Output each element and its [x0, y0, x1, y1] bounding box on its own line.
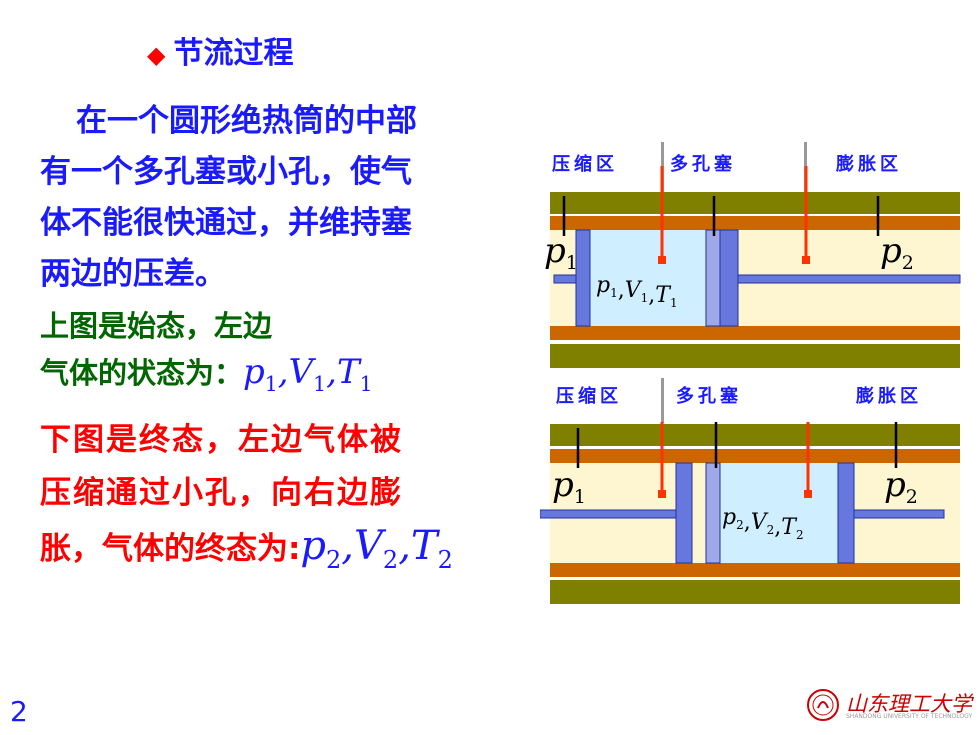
intro-line-2: 有一个多孔塞或小孔，使气	[40, 154, 412, 190]
initial-state-text: 上图是始态，左边 气体的状态为：p1,V1,T1	[40, 303, 373, 407]
piston-right	[837, 462, 855, 564]
intro-line-1: 在一个圆形绝热筒的中部	[76, 103, 417, 139]
insulation-top	[550, 449, 960, 463]
red-marker-dot	[802, 256, 810, 264]
slide-title: ◆节流过程	[147, 28, 293, 72]
piston-left	[575, 229, 591, 327]
label-expand-zone: 膨胀区	[835, 153, 902, 175]
throttling-diagram-final: 压缩区 多孔塞 膨胀区 p1 p2 p2,V2,T2	[540, 378, 960, 604]
page-number: 2	[10, 695, 28, 728]
pressure-left-label: p1	[544, 231, 578, 274]
final-state-math: p2,V2,T2	[300, 523, 453, 574]
pressure-right-label: p2	[880, 231, 914, 274]
divider-line	[661, 378, 664, 423]
piston-rod-right	[853, 509, 945, 519]
outer-wall-bottom	[550, 580, 960, 604]
label-expand-zone: 膨胀区	[855, 385, 922, 407]
porous-plug	[705, 229, 721, 327]
slide-title-text: 节流过程	[173, 36, 294, 71]
initial-line-1: 上图是始态，左边	[40, 309, 273, 343]
initial-state-math: p1,V1,T1	[243, 352, 373, 396]
final-line-3: 胀，气体的终态为:p2,V2,T2	[40, 520, 453, 587]
university-emblem-icon	[807, 689, 839, 721]
insulation-top	[550, 216, 960, 230]
university-logo: 山东理工大学 SHANDONG UNIVERSITY OF TECHNOLOGY	[806, 688, 972, 722]
final-state-text: 下图是终态，左边气体被 压缩通过小孔，向右边膨 胀，气体的终态为:p2,V2,T…	[40, 414, 453, 587]
label-porous-plug: 多孔塞	[676, 385, 742, 407]
university-name: 山东理工大学	[846, 692, 972, 716]
label-compress-zone: 压缩区	[552, 153, 618, 175]
pressure-left-label: p1	[552, 465, 586, 508]
gas-region	[706, 463, 846, 563]
intro-line-4: 两边的压差。	[40, 256, 226, 292]
red-marker-dot	[658, 256, 666, 264]
piston-rod-right	[737, 274, 961, 284]
final-line-2: 压缩通过小孔，向右边膨	[40, 475, 403, 511]
outer-wall-top	[550, 424, 960, 446]
final-line-1: 下图是终态，左边气体被	[40, 422, 403, 458]
final-line-3-text: 胀，气体的终态为:	[40, 531, 301, 567]
pressure-right-label: p2	[884, 465, 918, 508]
red-marker-dot	[658, 490, 666, 498]
initial-line-2: 气体的状态为：p1,V1,T1	[40, 349, 373, 407]
insulation-bottom	[550, 326, 960, 340]
intro-line-3: 体不能很快通过，并维持塞	[40, 205, 412, 241]
throttling-diagram-initial: 压缩区 多孔塞 膨胀区 p1 p2 p1,V1,T1	[544, 142, 961, 368]
outer-wall-top	[550, 192, 960, 214]
label-porous-plug: 多孔塞	[670, 153, 736, 175]
piston-left	[675, 462, 693, 564]
porous-plug	[705, 462, 721, 564]
piston-right	[719, 229, 739, 327]
intro-paragraph: 在一个圆形绝热筒的中部 有一个多孔塞或小孔，使气 体不能很快通过，并维持塞 两边…	[40, 96, 520, 300]
red-marker-dot	[804, 490, 812, 498]
gas-state-label: p2,V2,T2	[722, 505, 804, 542]
piston-rod-left	[540, 509, 679, 519]
insulation-bottom	[550, 563, 960, 577]
gas-state-label: p1,V1,T1	[596, 273, 678, 310]
label-compress-zone: 压缩区	[556, 385, 622, 407]
initial-line-2-text: 气体的状态为：	[40, 356, 244, 390]
outer-wall-bottom	[550, 344, 960, 368]
university-subtitle: SHANDONG UNIVERSITY OF TECHNOLOGY	[846, 713, 973, 720]
diamond-bullet-icon: ◆	[147, 41, 166, 69]
